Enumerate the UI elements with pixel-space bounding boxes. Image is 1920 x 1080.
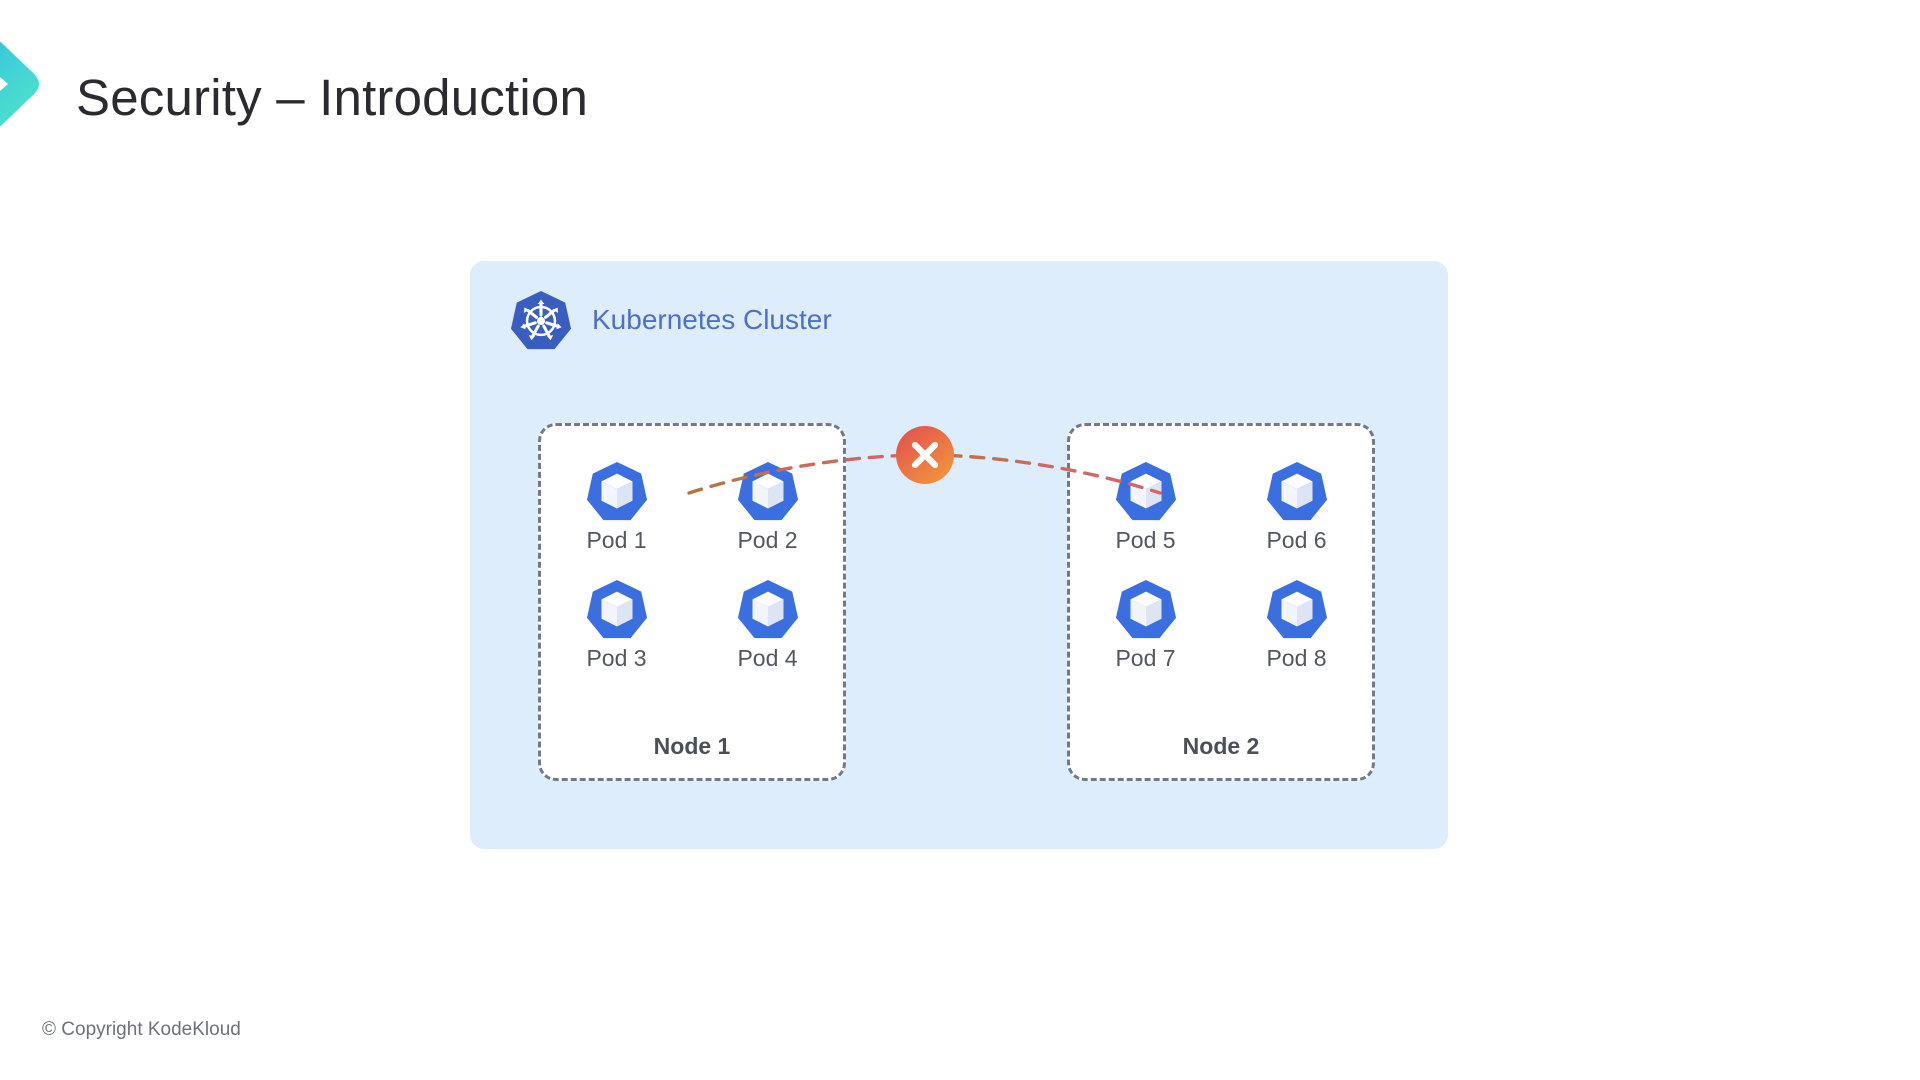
pod-item[interactable]: Pod 4 <box>708 578 828 670</box>
kodekloud-logo <box>0 8 66 158</box>
pod-cube-icon <box>1115 578 1177 640</box>
pod-label: Pod 3 <box>586 645 647 671</box>
node-label: Node 1 <box>653 733 731 759</box>
pod-cube-icon <box>586 460 648 522</box>
cluster-header: Kubernetes Cluster <box>510 289 832 351</box>
cluster-title: Kubernetes Cluster <box>592 304 832 335</box>
pod-cube-icon <box>737 578 799 640</box>
node-box-node-1: Pod 1 Pod 2 <box>538 423 846 781</box>
kubernetes-cluster-panel: Kubernetes Cluster Pod 1 <box>470 261 1448 849</box>
pod-item[interactable]: Pod 3 <box>557 578 677 670</box>
pod-item[interactable]: Pod 7 <box>1086 578 1206 670</box>
blocked-connection-badge <box>894 424 956 486</box>
pod-label: Pod 2 <box>737 527 798 553</box>
pod-item[interactable]: Pod 6 <box>1237 460 1357 552</box>
pod-cube-icon <box>1266 578 1328 640</box>
pod-item[interactable]: Pod 1 <box>557 460 677 552</box>
pod-label: Pod 4 <box>737 645 798 671</box>
footer-copyright: © Copyright KodeKloud <box>42 1019 241 1040</box>
kubernetes-helm-icon <box>510 289 572 351</box>
pod-label: Pod 1 <box>586 527 647 553</box>
pod-item[interactable]: Pod 5 <box>1086 460 1206 552</box>
x-close-icon <box>911 441 939 469</box>
pod-cube-icon <box>1115 460 1177 522</box>
node-box-node-2: Pod 5 Pod 6 <box>1067 423 1375 781</box>
pod-label: Pod 6 <box>1266 527 1327 553</box>
pod-cube-icon <box>1266 460 1328 522</box>
pod-item[interactable]: Pod 2 <box>708 460 828 552</box>
node-label: Node 2 <box>1182 733 1260 759</box>
pod-label: Pod 5 <box>1115 527 1176 553</box>
pod-cube-icon <box>737 460 799 522</box>
pod-cube-icon <box>586 578 648 640</box>
pod-label: Pod 8 <box>1266 645 1327 671</box>
pod-label: Pod 7 <box>1115 645 1176 671</box>
node-1-pod-grid: Pod 1 Pod 2 <box>541 460 843 670</box>
node-2-pod-grid: Pod 5 Pod 6 <box>1070 460 1372 670</box>
pod-item[interactable]: Pod 8 <box>1237 578 1357 670</box>
page-title: Security – Introduction <box>76 69 589 126</box>
